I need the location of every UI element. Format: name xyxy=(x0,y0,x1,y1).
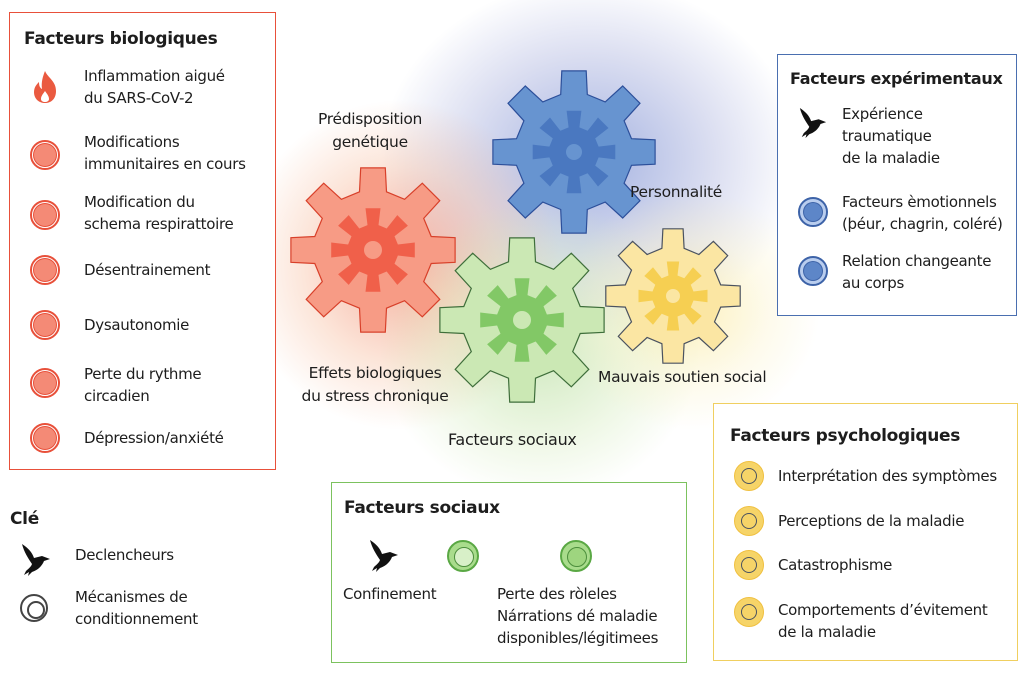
exp-item-emotional: Facteurs èmotionnels (þéur, chagrin, col… xyxy=(798,191,1003,235)
conditioning-ring-icon xyxy=(560,540,592,572)
gear-psychological xyxy=(605,228,741,364)
psy-item-text: Catastrophisme xyxy=(778,556,893,574)
gear-label-genetic: Prédisposition genétique xyxy=(317,110,423,151)
bio-item-depression: Dépression/anxiété xyxy=(30,423,224,453)
gear-biological xyxy=(290,167,456,333)
gear-label-personality: Personnalité xyxy=(630,183,723,201)
conditioning-ring-icon xyxy=(30,255,60,285)
psy-item-text: Comportements d’évitement de la maladie xyxy=(778,601,988,641)
key-item-conditioning: Mécanismes de conditionnement xyxy=(20,586,198,630)
conditioning-ring-icon xyxy=(447,540,479,572)
gear-label-social: Facteurs sociaux xyxy=(448,430,577,449)
conditioning-ring-icon xyxy=(30,423,60,453)
bird-icon xyxy=(22,544,50,576)
biological-factors-box: Facteurs biologiques Inflammation aigué … xyxy=(9,12,276,470)
bird-icon xyxy=(799,108,827,138)
gear-social xyxy=(439,237,605,403)
psychological-factors-title: Facteurs psychologiques xyxy=(730,426,961,446)
bio-item-dysautonomia: Dysautonomie xyxy=(30,310,190,340)
gear-biological-axle xyxy=(364,241,382,259)
key-title: Clé xyxy=(10,509,39,529)
conditioning-ring-icon xyxy=(798,197,828,227)
conditioning-ring-icon xyxy=(20,594,48,622)
conditioning-ring-icon xyxy=(30,310,60,340)
gear-psychological-axle xyxy=(666,289,680,303)
gear-experiential-axle xyxy=(566,144,582,160)
psy-item-catastrophism: Catastrophisme xyxy=(734,550,893,580)
biological-factors-title: Facteurs biologiques xyxy=(24,29,218,49)
social-factors-title: Facteurs sociaux xyxy=(344,498,500,518)
bio-item-deconditioning: Désentrainement xyxy=(30,255,211,285)
bird-icon xyxy=(370,540,398,572)
exp-item-text: Facteurs èmotionnels (þéur, chagrin, col… xyxy=(842,193,1003,233)
key-item-triggers: Declencheurs xyxy=(20,544,174,576)
bio-item-inflammation: Inflammation aigué du SARS-CoV-2 xyxy=(30,65,225,109)
flame-icon xyxy=(34,71,56,103)
psy-item-avoidance: Comportements d’évitement de la maladie xyxy=(734,597,988,643)
bio-item-text: Dysautonomie xyxy=(84,316,190,334)
bio-item-text: Désentrainement xyxy=(84,261,211,279)
bio-item-text: Dépression/anxiété xyxy=(84,429,224,447)
psy-item-text: Interprétation des symptòmes xyxy=(778,467,997,485)
conditioning-ring-icon xyxy=(734,506,764,536)
social-item-roles-narratives: Perte des ròleles Nárrations dé maladie … xyxy=(497,585,659,647)
bio-item-text: Modification du schema respirattoire xyxy=(84,193,234,233)
conditioning-ring-icon xyxy=(30,200,60,230)
gear-experiential xyxy=(492,70,656,234)
gear-label-chronic-stress: Effets biologiques du stress chronique xyxy=(301,364,449,405)
psy-item-perceptions: Perceptions de la maladie xyxy=(734,506,965,536)
conditioning-ring-icon xyxy=(30,368,60,398)
key-item-text: Mécanismes de conditionnement xyxy=(75,588,198,628)
conditioning-ring-icon xyxy=(30,140,60,170)
psychological-factors-box: Facteurs psychologiques Interprétation d… xyxy=(713,403,1018,661)
bio-item-immune: Modifications immunitaires en cours xyxy=(30,131,246,175)
bio-item-text: Perte du rythme circadien xyxy=(84,365,202,405)
conditioning-ring-icon xyxy=(798,256,828,286)
key-legend: Clé Declencheurs Mécanismes de condition… xyxy=(0,500,300,650)
exp-item-text: Expérience traumatique de la maladie xyxy=(842,105,940,167)
gear-social-axle xyxy=(513,311,531,329)
social-factors-box: Facteurs sociaux Confinement Perte des r… xyxy=(331,482,687,663)
exp-item-text: Relation changeante au corps xyxy=(842,252,992,292)
bio-item-text: Inflammation aigué du SARS-CoV-2 xyxy=(84,67,225,107)
gear-label-poor-support: Mauvais soutien social xyxy=(598,368,767,386)
conditioning-ring-icon xyxy=(734,550,764,580)
experiential-factors-box: Facteurs expérimentaux Expérience trauma… xyxy=(777,54,1017,316)
conditioning-ring-icon xyxy=(734,597,764,627)
key-item-text: Declencheurs xyxy=(75,546,174,564)
psy-item-text: Perceptions de la maladie xyxy=(778,512,965,530)
psy-item-symptoms: Interprétation des symptòmes xyxy=(734,461,997,491)
social-item-lockdown: Confinement xyxy=(343,585,437,603)
bio-item-respiratory: Modification du schema respirattoire xyxy=(30,191,234,235)
conditioning-ring-icon xyxy=(734,461,764,491)
experiential-factors-title: Facteurs expérimentaux xyxy=(790,69,1003,88)
bio-item-text: Modifications immunitaires en cours xyxy=(84,133,246,173)
bio-item-circadian: Perte du rythme circadien xyxy=(30,363,202,407)
exp-item-trauma: Expérience traumatique de la maladie xyxy=(798,103,940,169)
exp-item-body: Relation changeante au corps xyxy=(798,250,991,294)
